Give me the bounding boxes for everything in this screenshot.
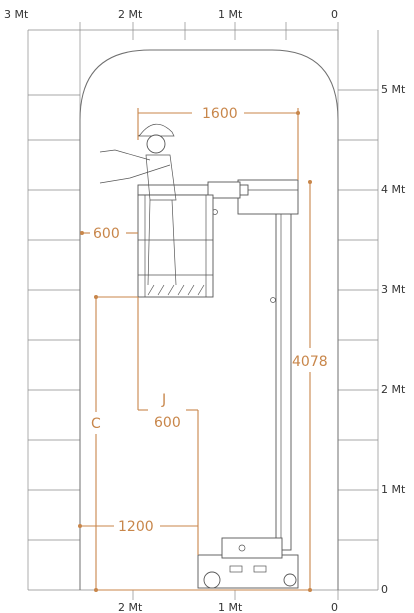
scale-right-2m: 2 Mt (381, 383, 406, 396)
scale-top-0: 0 (331, 8, 338, 21)
scale-bottom-1m: 1 Mt (218, 601, 243, 613)
scale-top-3m: 3 Mt (4, 8, 29, 21)
dimension-platform-length: 1600 (137, 106, 300, 180)
label-outreach-letter: J (161, 392, 166, 408)
control-box (207, 181, 241, 199)
label-height-letter: C (91, 416, 101, 432)
scale-right-0: 0 (381, 583, 388, 596)
scale-top-2m: 2 Mt (118, 8, 143, 21)
dimension-base-offset: 1200 (78, 519, 198, 535)
lift-machine (99, 123, 299, 589)
scale-right-4m: 4 Mt (381, 183, 406, 196)
scale-bottom-0: 0 (331, 601, 338, 613)
label-platform-width: 600 (93, 226, 120, 242)
dimension-outreach: J 600 (137, 297, 199, 555)
worker-figure (99, 123, 177, 286)
label-mast-height: 4078 (292, 354, 328, 370)
dimension-platform-width: 600 (80, 226, 138, 242)
dimension-height-c: C (91, 295, 138, 592)
chassis-top (221, 537, 283, 559)
basket-floor-hatch (147, 284, 205, 296)
label-base-offset: 1200 (118, 519, 154, 535)
scale-right-1m: 1 Mt (381, 483, 406, 496)
dimension-mast-height: 4078 (292, 180, 328, 592)
scale-top-1m: 1 Mt (218, 8, 243, 21)
mast (275, 189, 292, 551)
label-outreach: 600 (154, 415, 181, 431)
scale-right-3m: 3 Mt (381, 283, 406, 296)
scale-right-5m: 5 Mt (381, 83, 406, 96)
scale-bottom-2m: 2 Mt (118, 601, 143, 613)
hard-hat (137, 123, 175, 137)
rear-wheel (283, 573, 297, 587)
label-platform-length: 1600 (202, 106, 238, 122)
working-envelope-outline (79, 49, 339, 590)
front-wheel (203, 571, 221, 589)
